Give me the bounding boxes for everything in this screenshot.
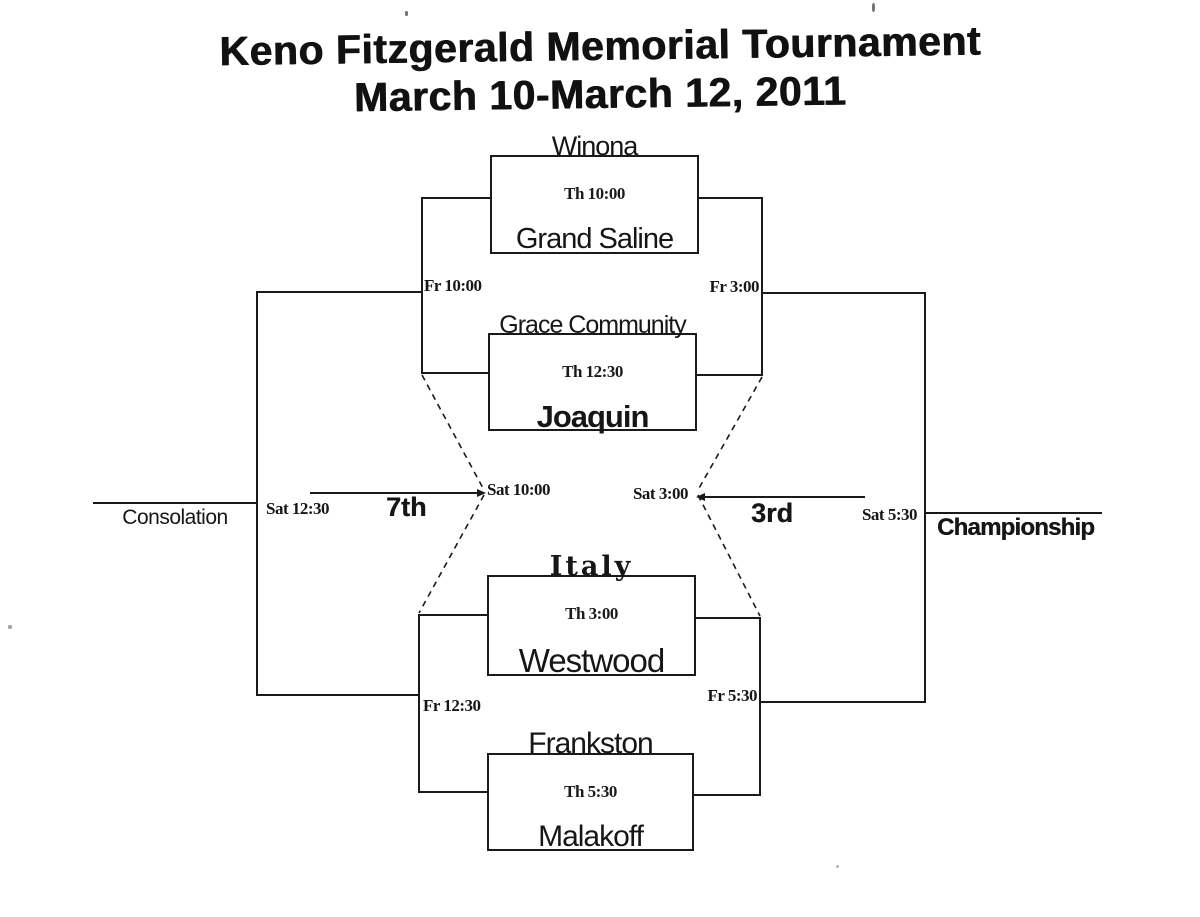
game-box-3: Italy Th 3:00 Westwood xyxy=(487,554,696,677)
team-name-frankston: Frankston xyxy=(528,726,653,760)
scan-speck xyxy=(872,3,875,12)
label-sat-5-30: Sat 5:30 xyxy=(861,505,918,524)
scan-speck xyxy=(405,11,408,16)
label-7th-place: 7th xyxy=(386,492,427,522)
label-fr-10-00: Fr 10:00 xyxy=(424,276,482,295)
team-name-winona: Winona xyxy=(551,131,639,162)
team-name-malakoff: Malakoff xyxy=(538,819,644,853)
team-name-italy: Italy xyxy=(549,551,634,583)
game-box-4: Frankston Th 5:30 Malakoff xyxy=(487,728,694,851)
game-box-2: Grace Community Th 12:30 Joaquin xyxy=(488,313,697,432)
label-fr-5-30: Fr 5:30 xyxy=(707,686,757,705)
team-name-westwood: Westwood xyxy=(518,641,665,679)
game-2-time: Th 12:30 xyxy=(562,362,623,381)
label-sat-3-00: Sat 3:00 xyxy=(632,484,689,503)
label-fr-3-00: Fr 3:00 xyxy=(709,277,759,296)
game-4-time: Th 5:30 xyxy=(564,782,617,801)
game-box-1: Winona Th 10:00 Grand Saline xyxy=(490,133,699,254)
team-name-grace-community: Grace Community xyxy=(499,311,686,340)
label-consolation: Consolation xyxy=(122,506,228,529)
label-sat-12-30: Sat 12:30 xyxy=(266,499,330,518)
label-3rd-place: 3rd xyxy=(751,498,794,528)
team-name-grand-saline: Grand Saline xyxy=(515,223,674,256)
scan-speck xyxy=(8,625,12,629)
label-fr-12-30: Fr 12:30 xyxy=(423,696,481,715)
scan-speck xyxy=(836,865,839,868)
label-sat-10-00: Sat 10:00 xyxy=(487,480,551,499)
game-1-time: Th 10:00 xyxy=(564,184,625,203)
game-3-time: Th 3:00 xyxy=(565,604,618,623)
label-championship: Championship xyxy=(937,514,1095,541)
team-name-joaquin: Joaquin xyxy=(536,398,650,434)
